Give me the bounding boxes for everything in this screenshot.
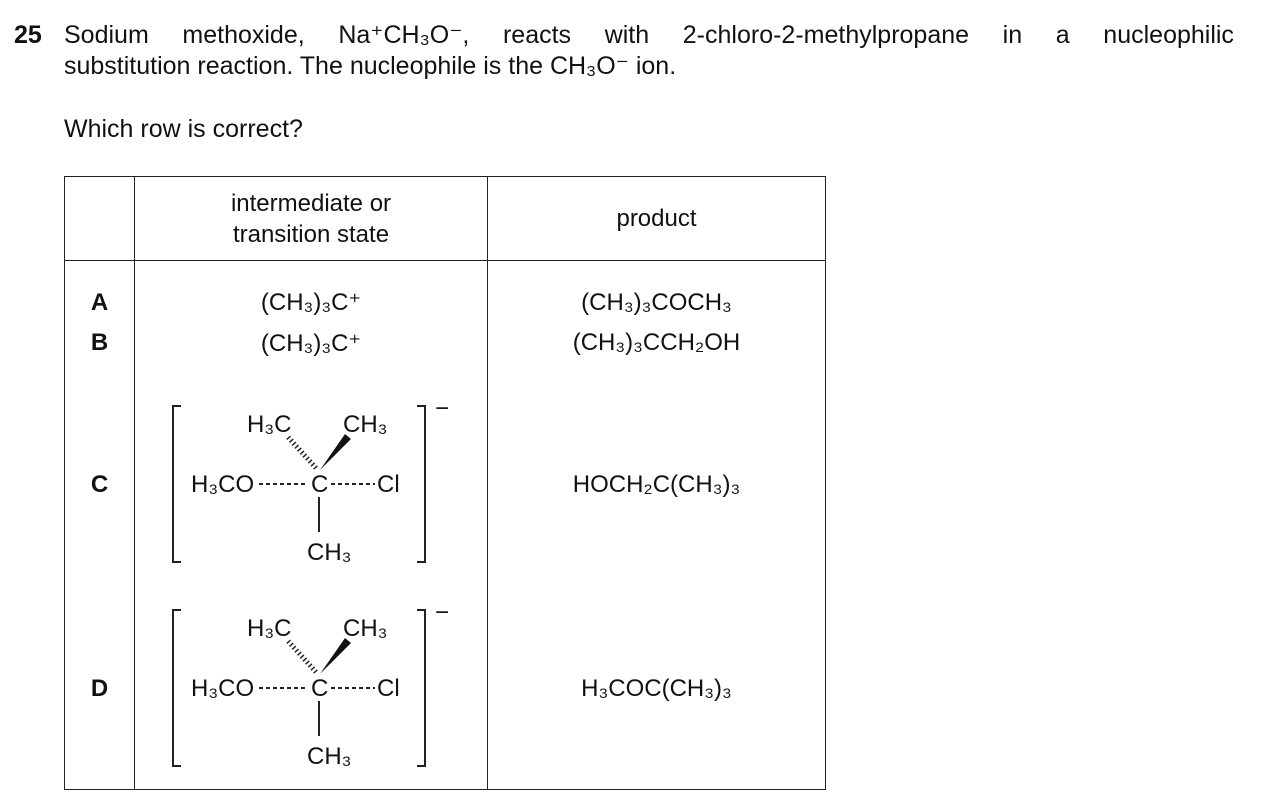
row-label: B: [64, 323, 135, 381]
methyl-bottom: CH₃: [307, 743, 351, 770]
word: Na⁺CH₃O⁻,: [338, 21, 470, 49]
word: a: [1055, 21, 1070, 49]
word: in: [1002, 21, 1023, 49]
word: reacts: [502, 21, 572, 49]
word: nucleophilic: [1103, 21, 1234, 49]
chlorine: Cl: [377, 471, 400, 498]
word: with: [604, 21, 650, 49]
header-blank: [64, 176, 135, 261]
question-prompt: Which row is correct?: [64, 115, 303, 143]
table-row: B (CH₃)₃C⁺ (CH₃)₃CCH₂OH: [64, 323, 826, 381]
header-row: intermediate or transition state product: [64, 176, 826, 261]
central-carbon: C: [311, 471, 328, 498]
right-bracket: [417, 404, 426, 563]
transition-state-structure: − H₃C CH₃ H₃CO C Cl CH₃: [134, 589, 488, 790]
negative-charge: −: [435, 599, 449, 626]
chlorine: Cl: [377, 675, 400, 702]
question-line-1: Sodium methoxide, Na⁺CH₃O⁻, reacts with …: [64, 20, 1234, 51]
header-intermediate: intermediate or transition state: [134, 176, 488, 261]
methoxy-group: H₃CO: [191, 675, 254, 702]
word: 2-chloro-2-methylpropane: [682, 21, 970, 49]
table-row: C − H₃C CH₃ H₃CO C Cl CH₃ HOCH₂C(CH₃)₃: [64, 381, 826, 589]
left-bracket: [172, 404, 181, 563]
methyl-top-left: H₃C: [247, 615, 291, 642]
intermediate-cell: (CH₃)₃C⁺: [134, 260, 488, 323]
wedge-bond: [320, 433, 351, 470]
intermediate-cell: (CH₃)₃C⁺: [134, 323, 488, 381]
product-cell: HOCH₂C(CH₃)₃: [487, 381, 826, 589]
brackets: [172, 608, 426, 767]
methyl-top-left: H₃C: [247, 411, 291, 438]
hashed-bond: [285, 433, 318, 470]
row-label: A: [64, 260, 135, 323]
structure-diagram: − H₃C CH₃ H₃CO C Cl CH₃: [172, 599, 449, 770]
product-cell: (CH₃)₃CCH₂OH: [487, 323, 826, 381]
right-bracket: [417, 608, 426, 767]
header-intermediate-text: intermediate or transition state: [230, 189, 392, 248]
word: methoxide,: [182, 21, 305, 49]
negative-charge: −: [435, 395, 449, 422]
structure-diagram: − H₃C CH₃ H₃CO C Cl CH₃: [172, 395, 449, 566]
question-line-2: substitution reaction. The nucleophile i…: [64, 52, 677, 80]
table-row: A (CH₃)₃C⁺ (CH₃)₃COCH₃: [64, 260, 826, 323]
methyl-top-right: CH₃: [343, 411, 387, 438]
table-row: D − H₃C CH₃ H₃CO C Cl CH₃ H₃COC(CH₃)₃: [64, 589, 826, 790]
methyl-top-right: CH₃: [343, 615, 387, 642]
question-number: 25: [14, 21, 42, 49]
answer-table: intermediate or transition state product…: [64, 176, 826, 790]
word: Sodium: [64, 21, 149, 49]
transition-state-structure: − H₃C CH₃ H₃CO C Cl CH₃: [134, 381, 488, 589]
methyl-bottom: CH₃: [307, 539, 351, 566]
wedge-bond: [320, 637, 351, 674]
product-cell: H₃COC(CH₃)₃: [487, 589, 826, 790]
central-carbon: C: [311, 675, 328, 702]
header-product: product: [487, 176, 826, 261]
left-bracket: [172, 608, 181, 767]
row-label: C: [64, 381, 135, 589]
brackets: [172, 404, 426, 563]
row-label: D: [64, 589, 135, 790]
methoxy-group: H₃CO: [191, 471, 254, 498]
product-cell: (CH₃)₃COCH₃: [487, 260, 826, 323]
hashed-bond: [285, 637, 318, 674]
